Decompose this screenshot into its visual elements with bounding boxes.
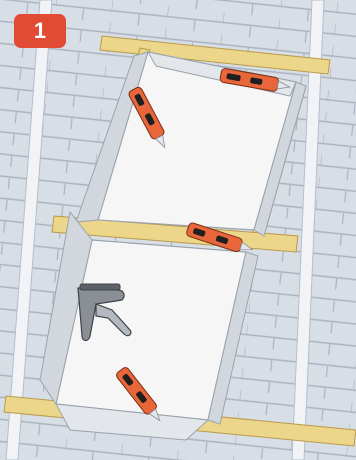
step-number-badge: 1 [14, 14, 66, 48]
